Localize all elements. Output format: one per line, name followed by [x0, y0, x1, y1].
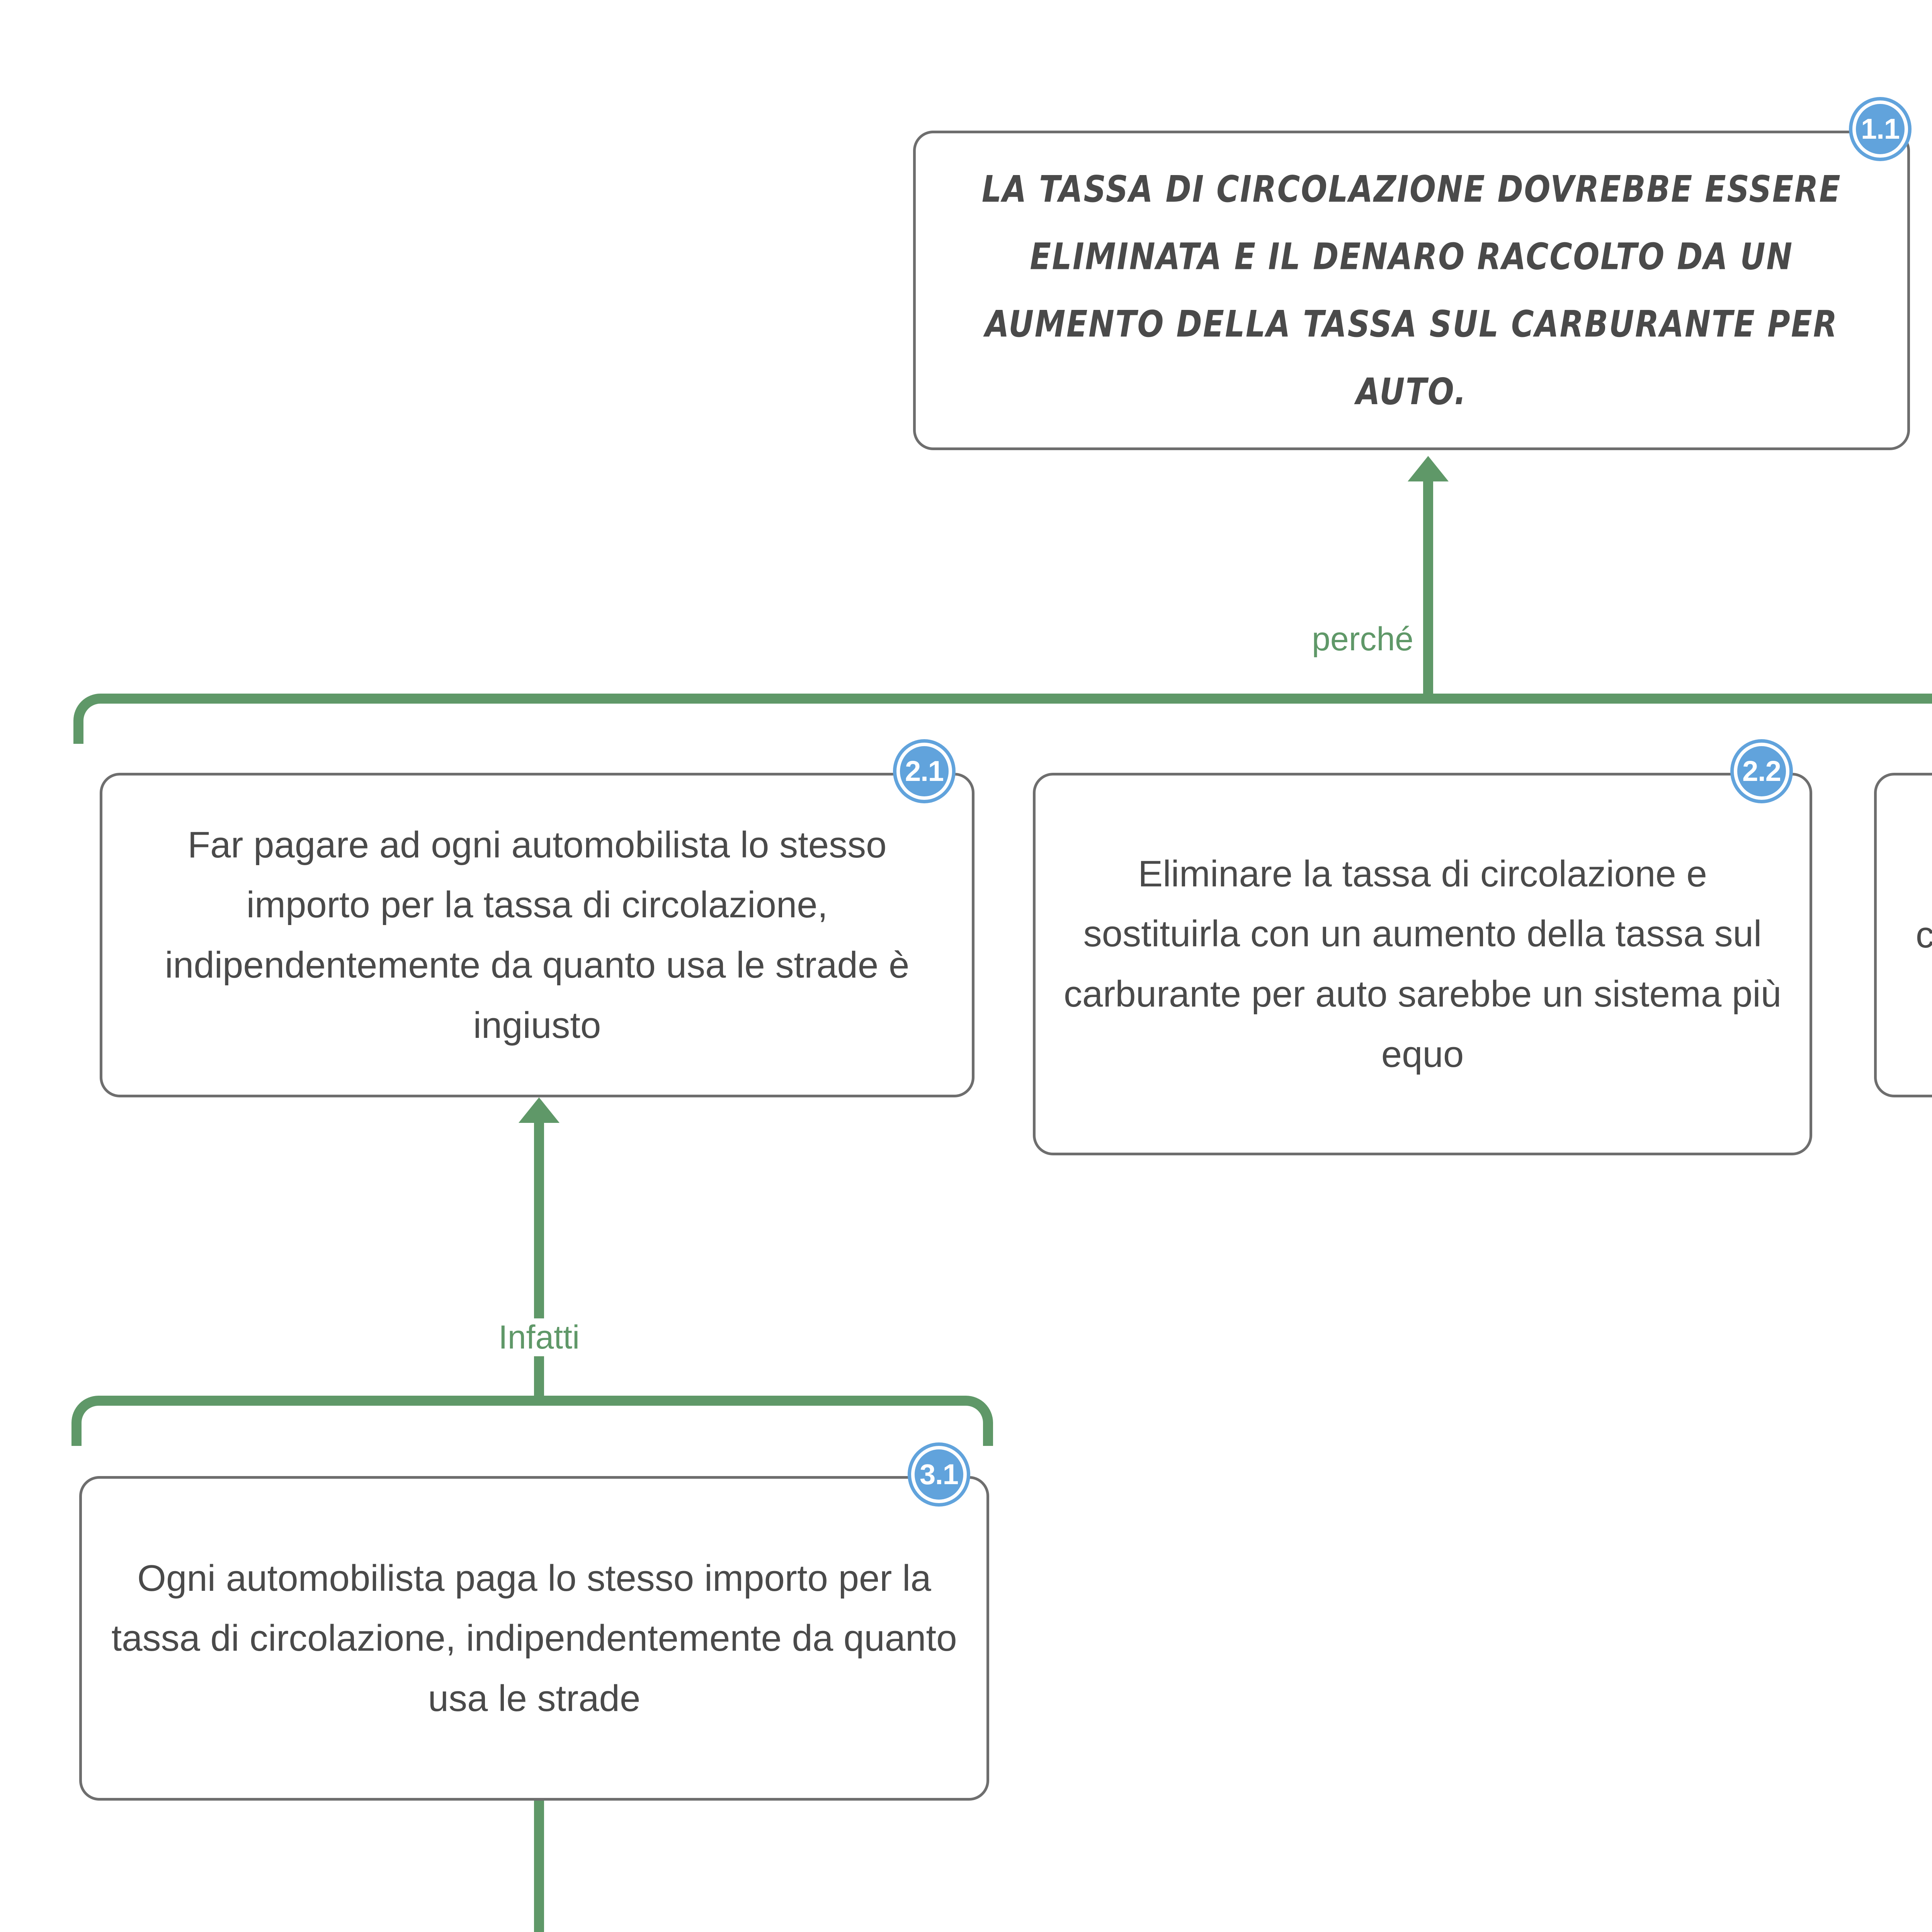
node-1-1-text: La tassa di circolazione dovrebbe essere… [981, 168, 1842, 413]
node-2-1-text: Far pagare ad ogni automobilista lo stes… [165, 824, 910, 1046]
edge-label-infatti: Infatti [493, 1318, 585, 1356]
node-3-1-text: Ogni automobilista paga lo stesso import… [111, 1557, 957, 1719]
node-1-1[interactable]: La tassa di circolazione dovrebbe essere… [913, 131, 1910, 450]
node-2-2-text: Eliminare la tassa di circolazione e sos… [1063, 853, 1782, 1075]
node-2-2[interactable]: Eliminare la tassa di circolazione e sos… [1033, 773, 1812, 1155]
connector-stem-infatti [534, 1123, 544, 1402]
node-badge-2-2[interactable]: 2.2 [1741, 750, 1782, 793]
node-3-1[interactable]: Ogni automobilista paga lo stesso import… [79, 1476, 989, 1801]
edge-label-perche: perché [1306, 620, 1419, 658]
node-badge-1-1[interactable]: 1.1 [1859, 107, 1901, 151]
connector-arrowhead-perche [1408, 456, 1449, 481]
node-badge-2-1[interactable]: 2.1 [903, 750, 945, 793]
node-2-3[interactable]: Eliminare la tassa di circolazione e sos… [1874, 773, 1932, 1097]
node-2-1[interactable]: Far pagare ad ogni automobilista lo stes… [100, 773, 975, 1097]
bracket-level-3 [71, 1396, 993, 1446]
node-badge-3-1[interactable]: 3.1 [918, 1453, 960, 1496]
bracket-level-2 [73, 694, 1932, 744]
connector-stem-perche [1423, 481, 1433, 700]
node-2-3-text: Eliminare la tassa di circolazione e sos… [1915, 854, 1932, 956]
connector-arrowhead-infatti [519, 1097, 560, 1123]
connector-stem-per-esempio [534, 1801, 544, 1932]
